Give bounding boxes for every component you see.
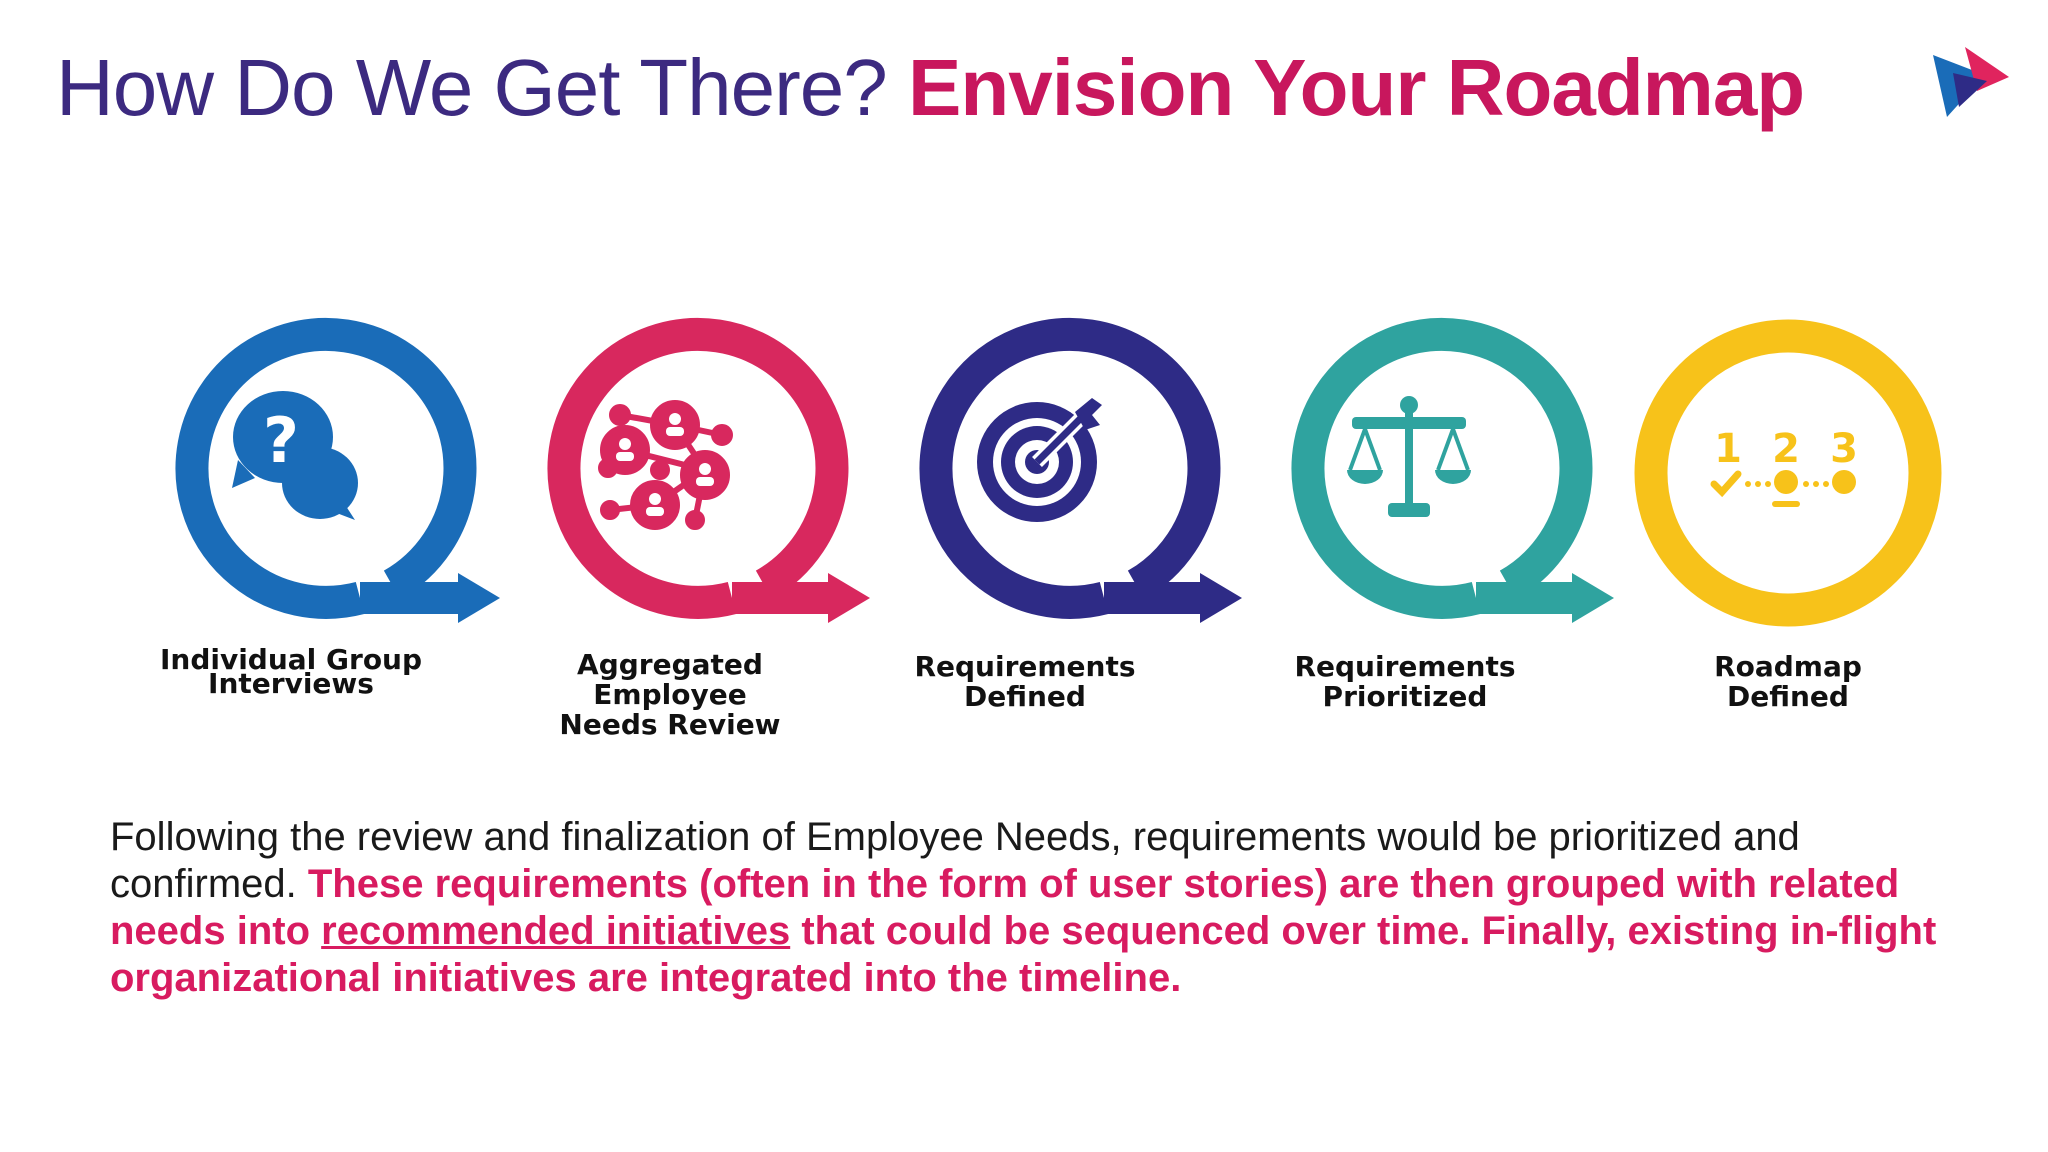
summary-paragraph: Following the review and finalization of… xyxy=(110,814,1970,1002)
roadmap-number-3: 3 xyxy=(1830,426,1858,472)
step-2-graphic xyxy=(547,317,870,623)
title-question: How Do We Get There? xyxy=(56,43,888,132)
question-chat-icon: ? xyxy=(232,391,358,520)
roadmap-number-2: 2 xyxy=(1772,426,1800,472)
roadmap-number-1: 1 xyxy=(1714,426,1742,472)
scale-icon xyxy=(1347,396,1471,517)
step-4-label: Requirements Prioritized xyxy=(1294,650,1516,713)
summary-plain-text: Following the review and finalization of… xyxy=(110,815,1800,906)
roadmap-steps-icon: 1 2 3 xyxy=(1710,426,1858,507)
target-icon xyxy=(977,398,1102,522)
summary-highlight-2: that could be sequenced over time. Final… xyxy=(110,909,1937,1000)
people-network-icon xyxy=(598,400,733,530)
summary-highlight-1: These requirements (often in the form of… xyxy=(110,862,1900,953)
step-2-label: Aggregated Employee Needs Review xyxy=(559,648,781,741)
step-3-graphic xyxy=(919,317,1242,623)
step-4-graphic xyxy=(1291,317,1614,623)
recommended-initiatives-text: recommended initiatives xyxy=(321,909,791,953)
step-1-graphic: ? xyxy=(175,317,500,623)
step-1-label: Individual Group Interviews xyxy=(159,643,423,700)
title-emphasis: Envision Your Roadmap xyxy=(907,43,1805,132)
step-5-label: Roadmap Defined xyxy=(1714,650,1862,713)
question-mark: ? xyxy=(263,404,299,477)
page-title: How Do We Get There? Envision Your Roadm… xyxy=(56,38,1805,138)
step-3-label: Requirements Defined xyxy=(914,650,1136,713)
process-diagram: ? xyxy=(175,317,1942,627)
brand-logo xyxy=(1933,47,2009,117)
step-5-graphic: 1 2 3 xyxy=(1634,319,1942,627)
